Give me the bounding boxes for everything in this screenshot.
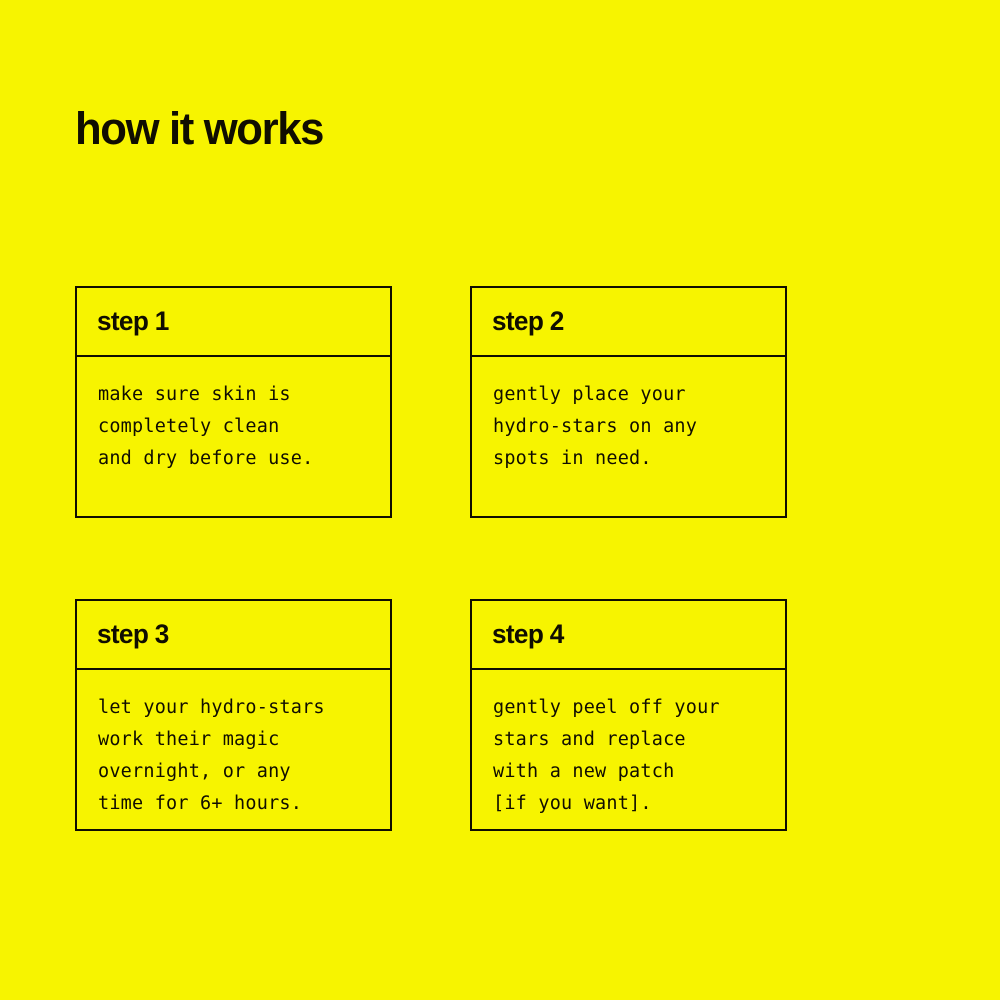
step-card-1: step 1 make sure skin is completely clea… (75, 286, 392, 518)
step-card-4-header: step 4 (472, 601, 785, 670)
step-card-4: step 4 gently peel off your stars and re… (470, 599, 787, 831)
step-card-4-body: gently peel off your stars and replace w… (472, 670, 785, 829)
step-card-1-body: make sure skin is completely clean and d… (77, 357, 390, 516)
step-card-3-title: step 3 (97, 619, 169, 649)
page-title: how it works (75, 103, 324, 154)
step-card-3-text: let your hydro-stars work their magic ov… (98, 697, 325, 814)
step-card-4-text: gently peel off your stars and replace w… (493, 697, 720, 814)
step-card-1-text: make sure skin is completely clean and d… (98, 384, 314, 469)
step-card-3-header: step 3 (77, 601, 390, 670)
step-card-1-title: step 1 (97, 306, 169, 336)
step-card-2-text: gently place your hydro-stars on any spo… (493, 384, 698, 469)
step-card-2-header: step 2 (472, 288, 785, 357)
step-card-3: step 3 let your hydro-stars work their m… (75, 599, 392, 831)
steps-grid: step 1 make sure skin is completely clea… (75, 286, 787, 831)
step-card-3-body: let your hydro-stars work their magic ov… (77, 670, 390, 829)
step-card-1-header: step 1 (77, 288, 390, 357)
step-card-2-body: gently place your hydro-stars on any spo… (472, 357, 785, 516)
step-card-4-title: step 4 (492, 619, 564, 649)
step-card-2-title: step 2 (492, 306, 564, 336)
step-card-2: step 2 gently place your hydro-stars on … (470, 286, 787, 518)
